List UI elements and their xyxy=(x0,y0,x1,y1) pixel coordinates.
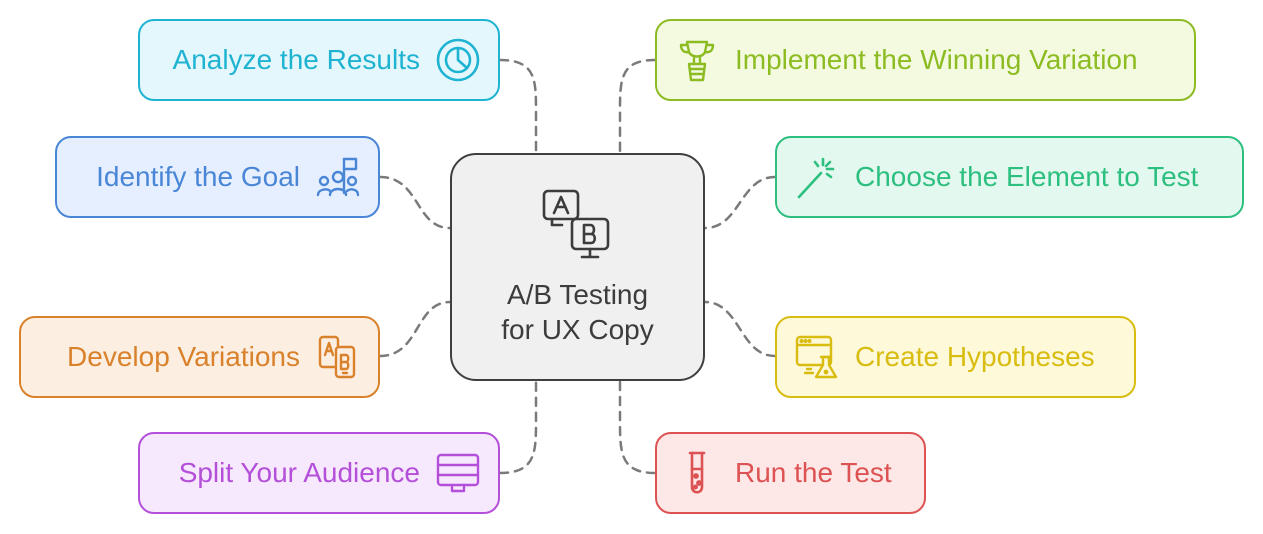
ab-phones-icon xyxy=(318,335,356,379)
step-label: Run the Test xyxy=(735,457,892,488)
magic-wand-icon xyxy=(797,157,835,199)
connector-create-hypotheses xyxy=(703,300,777,358)
connector-implement-winning xyxy=(618,58,657,155)
ab-test-screens-icon xyxy=(542,189,609,259)
pie-chart-icon xyxy=(436,38,480,82)
team-flag-icon xyxy=(316,157,360,197)
step-analyze-results: Analyze the Results xyxy=(138,19,500,101)
step-label: Create Hypotheses xyxy=(855,341,1095,372)
center-topic: A/B Testing for UX Copy xyxy=(450,153,705,381)
step-label: Analyze the Results xyxy=(172,44,420,75)
step-split-audience: Split Your Audience xyxy=(138,432,500,514)
test-tube-icon xyxy=(688,451,706,494)
connector-identify-goal xyxy=(378,175,452,230)
step-label: Identify the Goal xyxy=(96,161,300,192)
connector-run-test xyxy=(618,379,657,475)
step-label: Split Your Audience xyxy=(178,457,420,488)
step-identify-goal: Identify the Goal xyxy=(55,136,380,218)
split-screen-icon xyxy=(436,453,480,493)
step-label: Develop Variations xyxy=(67,341,300,372)
trophy-icon xyxy=(679,40,715,82)
browser-flask-icon xyxy=(795,335,838,379)
step-label: Choose the Element to Test xyxy=(855,161,1199,192)
connector-split-audience xyxy=(498,379,538,475)
center-title-line1: A/B Testing xyxy=(506,279,649,310)
center-title-line2: for UX Copy xyxy=(501,314,654,345)
center-title: A/B Testing for UX Copy xyxy=(501,277,654,347)
step-label: Implement the Winning Variation xyxy=(735,44,1138,75)
connector-analyze-results xyxy=(498,58,538,155)
step-develop-variations: Develop Variations xyxy=(19,316,380,398)
step-implement-winning: Implement the Winning Variation xyxy=(655,19,1196,101)
step-run-test: Run the Test xyxy=(655,432,926,514)
step-choose-element: Choose the Element to Test xyxy=(775,136,1244,218)
connector-develop-variations xyxy=(378,300,452,358)
step-create-hypotheses: Create Hypotheses xyxy=(775,316,1136,398)
connector-choose-element xyxy=(703,175,777,230)
